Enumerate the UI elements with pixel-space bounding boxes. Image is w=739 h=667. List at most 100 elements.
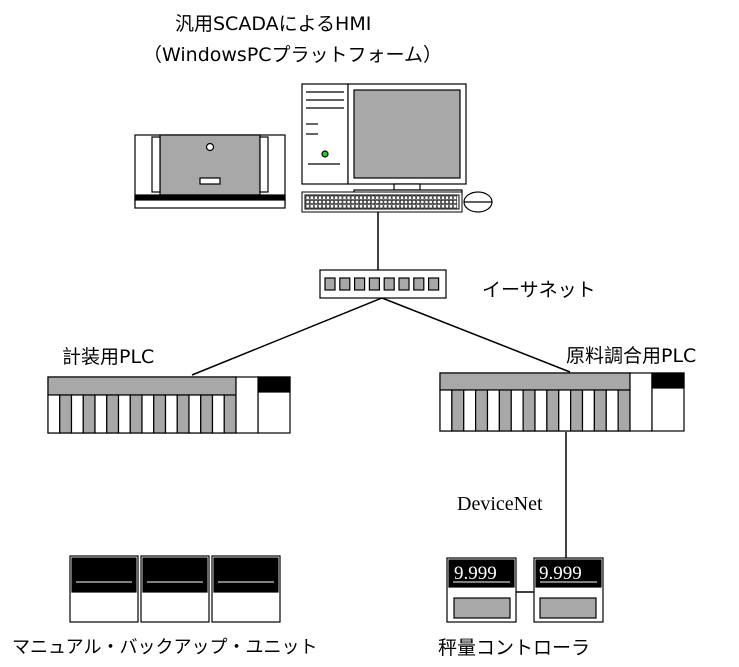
keyboard-key bbox=[428, 200, 433, 205]
backup-unit-label: マニュアル・バックアップ・ユニット bbox=[12, 637, 318, 658]
weighing-controller-2: 9.999 bbox=[533, 557, 604, 623]
keyboard-key bbox=[387, 204, 392, 209]
keyboard-key bbox=[395, 200, 400, 205]
keyboard-key bbox=[432, 204, 437, 209]
hmi-title: 汎用SCADAによるHMI bbox=[175, 13, 372, 35]
plc-slot bbox=[188, 394, 202, 434]
switch-port bbox=[354, 277, 366, 291]
plc-slot bbox=[94, 394, 108, 434]
keyboard-key bbox=[428, 195, 433, 200]
blending-plc-label: 原料調合用PLC bbox=[566, 345, 697, 367]
keyboard-key bbox=[395, 195, 400, 200]
ethernet-label: イーサネット bbox=[482, 279, 596, 301]
keyboard-key bbox=[379, 204, 384, 209]
keyboard-key bbox=[387, 200, 392, 205]
keyboard-key bbox=[416, 204, 421, 209]
keyboard-key bbox=[350, 200, 355, 205]
monitor-icon bbox=[347, 83, 467, 196]
keyboard-key bbox=[367, 195, 372, 200]
backup-unit-1 bbox=[69, 555, 139, 623]
keyboard-key bbox=[313, 195, 318, 200]
keyboard-key bbox=[322, 195, 326, 200]
plc-slot bbox=[522, 389, 536, 432]
plc-slot bbox=[510, 389, 524, 432]
keyboard-key bbox=[346, 200, 351, 205]
keyboard-key bbox=[383, 204, 388, 209]
keyboard-key bbox=[330, 200, 335, 205]
plc-slot bbox=[70, 394, 84, 434]
keyboard-key bbox=[338, 204, 343, 209]
keyboard-key bbox=[424, 204, 429, 209]
keyboard-key bbox=[445, 195, 449, 200]
keyboard-key bbox=[326, 200, 331, 205]
keyboard-key bbox=[436, 204, 441, 209]
switch-port bbox=[368, 277, 380, 291]
blending-plc-icon bbox=[439, 372, 685, 432]
keyboard-key bbox=[375, 204, 380, 209]
plc-slot bbox=[47, 394, 61, 434]
switch-to-blending-plc-line bbox=[381, 297, 571, 373]
keyboard-key bbox=[391, 200, 396, 205]
keyboard-key bbox=[375, 195, 380, 200]
keyboard-key bbox=[379, 195, 384, 200]
keyboard-key bbox=[317, 195, 322, 200]
keyboard-key bbox=[408, 200, 413, 205]
keyboard-key bbox=[383, 200, 388, 205]
plc-slot bbox=[617, 389, 631, 432]
switch-to-instrument-plc-line bbox=[191, 297, 383, 376]
keyboard-key bbox=[416, 195, 421, 200]
keyboard-key bbox=[326, 195, 331, 200]
keyboard-key bbox=[363, 195, 367, 200]
keyboard-key bbox=[404, 195, 408, 200]
keyboard-key bbox=[453, 200, 458, 205]
weigh-display-1: 9.999 bbox=[454, 563, 497, 584]
keyboard-key bbox=[432, 195, 437, 200]
keyboard-key bbox=[404, 200, 408, 205]
keyboard-key bbox=[420, 195, 425, 200]
plc-slot bbox=[439, 389, 453, 432]
keyboard-key bbox=[305, 195, 310, 200]
keyboard-key bbox=[436, 195, 441, 200]
keyboard-key bbox=[342, 195, 347, 200]
printer-icon bbox=[134, 134, 286, 209]
switch-port bbox=[413, 277, 425, 291]
keyboard-key bbox=[367, 204, 372, 209]
hmi-subtitle: （WindowsPCプラットフォーム） bbox=[143, 44, 442, 66]
plc-slot bbox=[200, 394, 214, 434]
backup-unit-group bbox=[69, 555, 281, 623]
switch-port bbox=[383, 277, 395, 291]
keyboard-key bbox=[317, 200, 322, 205]
keyboard-key bbox=[440, 204, 445, 209]
keyboard-key bbox=[342, 200, 347, 205]
keyboard-key bbox=[453, 204, 458, 209]
keyboard-key bbox=[391, 195, 396, 200]
keyboard-key bbox=[395, 204, 400, 209]
keyboard-key bbox=[399, 204, 404, 209]
keyboard-key bbox=[449, 204, 454, 209]
keyboard-key bbox=[358, 200, 363, 205]
keyboard-key bbox=[334, 195, 339, 200]
pc-tower-icon bbox=[301, 83, 349, 185]
keyboard-key bbox=[350, 204, 355, 209]
keyboard-key bbox=[453, 195, 458, 200]
keyboard-key bbox=[371, 195, 376, 200]
plc-slot bbox=[593, 389, 607, 432]
keyboard-key bbox=[313, 204, 318, 209]
keyboard-key bbox=[309, 195, 314, 200]
plc-slot bbox=[59, 394, 73, 434]
plc-slot bbox=[451, 389, 465, 432]
keyboard-key bbox=[379, 200, 384, 205]
plc-slot bbox=[498, 389, 512, 432]
keyboard-key bbox=[342, 204, 347, 209]
keyboard-key bbox=[399, 195, 404, 200]
keyboard-key bbox=[322, 204, 326, 209]
backup-unit-2 bbox=[140, 555, 210, 623]
keyboard-key bbox=[420, 200, 425, 205]
keyboard-key bbox=[363, 204, 367, 209]
keyboard-key bbox=[383, 195, 388, 200]
plc-slot bbox=[82, 394, 96, 434]
keyboard-key bbox=[338, 195, 343, 200]
power-indicator-icon bbox=[321, 150, 329, 158]
keyboard-key bbox=[449, 200, 454, 205]
keyboard-key bbox=[354, 195, 359, 200]
